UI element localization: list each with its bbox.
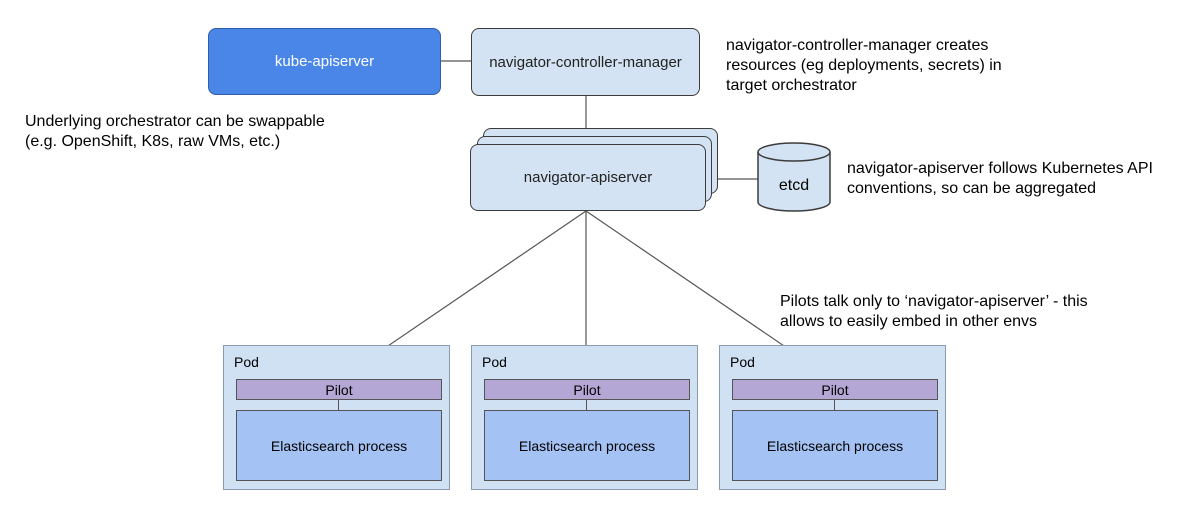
- pod-label: Pod: [730, 354, 755, 370]
- pilot-process-link: [834, 400, 835, 410]
- elasticsearch-process-box: Elasticsearch process: [236, 410, 442, 481]
- controller-manager-note: navigator-controller-manager creates res…: [726, 37, 1002, 94]
- orchestrator-note: Underlying orchestrator can be swappable…: [25, 113, 325, 150]
- process-label: Elasticsearch process: [518, 437, 656, 454]
- pilots-note: Pilots talk only to ‘navigator-apiserver…: [780, 293, 1088, 330]
- pilot-label: Pilot: [821, 381, 849, 398]
- controller-manager-node: navigator-controller-manager: [471, 28, 700, 96]
- pilot-process-link: [586, 400, 587, 410]
- elasticsearch-process-box: Elasticsearch process: [732, 410, 938, 481]
- controller-manager-label: navigator-controller-manager: [489, 53, 682, 71]
- kube-apiserver-label: kube-apiserver: [274, 53, 375, 70]
- pod-label: Pod: [482, 354, 507, 370]
- pod-1: Pod Pilot Elasticsearch process: [223, 345, 450, 490]
- pod-label: Pod: [234, 354, 259, 370]
- pilot-box: Pilot: [236, 379, 442, 400]
- apiserver-note: navigator-apiserver follows Kubernetes A…: [847, 160, 1153, 197]
- pilot-box: Pilot: [484, 379, 690, 400]
- pod-3: Pod Pilot Elasticsearch process: [719, 345, 946, 490]
- etcd-cylinder: [757, 142, 831, 212]
- process-label: Elasticsearch process: [766, 437, 904, 454]
- elasticsearch-process-box: Elasticsearch process: [484, 410, 690, 481]
- pilot-label: Pilot: [325, 381, 353, 398]
- apiserver-label: navigator-apiserver: [523, 169, 653, 186]
- kube-apiserver-node: kube-apiserver: [208, 28, 441, 95]
- etcd-label: etcd: [778, 177, 810, 194]
- pilot-box: Pilot: [732, 379, 938, 400]
- pod-2: Pod Pilot Elasticsearch process: [471, 345, 698, 490]
- pilot-process-link: [338, 400, 339, 410]
- apiserver-node: navigator-apiserver: [470, 144, 706, 211]
- process-label: Elasticsearch process: [270, 437, 408, 454]
- pilot-label: Pilot: [573, 381, 601, 398]
